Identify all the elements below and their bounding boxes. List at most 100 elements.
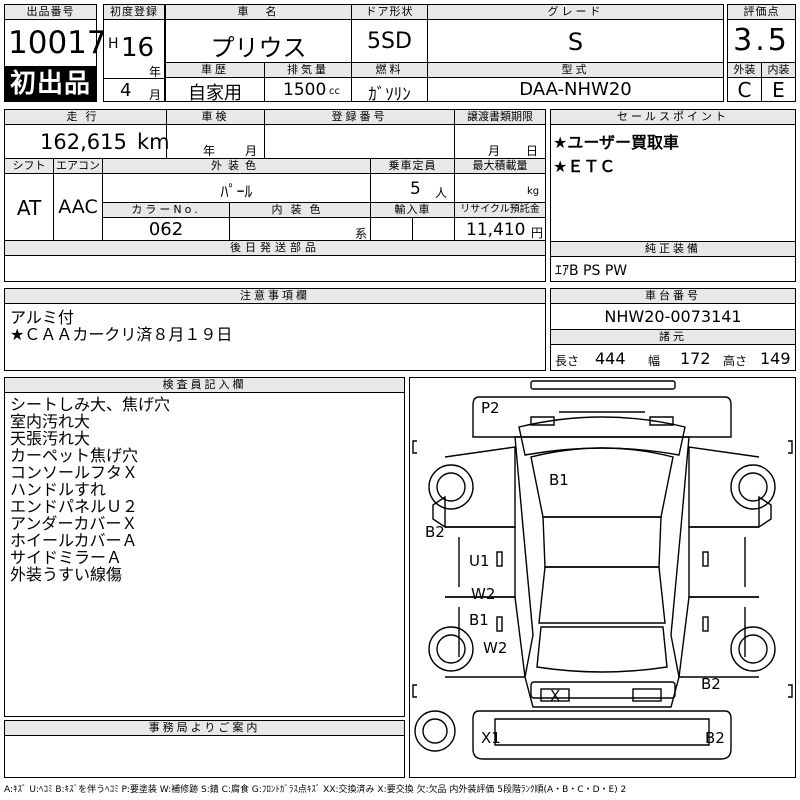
interior-label: 内装 — [761, 62, 796, 78]
car-name: プリウス — [210, 34, 307, 62]
history-label: 車歴 — [165, 62, 265, 78]
grade: S — [567, 28, 584, 56]
transfer-label: 譲渡書類期限 — [454, 109, 546, 125]
first-listing-badge: 初出品 — [4, 66, 97, 102]
sales-point: ★ユーザー買取車 — [553, 133, 680, 152]
later-parts-label: 後日発送部品 — [4, 240, 546, 256]
model-code: DAA-NHW20 — [519, 79, 632, 100]
recycle-fee: 11,410 — [466, 220, 526, 240]
chassis-label: 車台番号 — [550, 288, 796, 304]
car-diagram: P2 B1 B2 U1 W2 B1 W2 X B2 X1 B2 — [412, 380, 793, 760]
displacement-label: 排気量 — [264, 62, 352, 78]
interior-grade: E — [772, 78, 785, 102]
first-reg-label: 初度登録 — [103, 4, 165, 20]
inspector-line: サイドミラーＡ — [10, 548, 123, 567]
notes-body: アルミ付 ★ＣＡＡカークリ済８月１９日 — [10, 309, 232, 343]
inspector-line: コンソールフタＸ — [10, 463, 139, 482]
int-color-cell — [229, 217, 371, 241]
int-color-unit: 系 — [355, 227, 368, 241]
inspector-line: ホイールカバーＡ — [10, 531, 138, 550]
reg-no-label: 登録番号 — [264, 109, 455, 125]
shift-label: シフト — [4, 158, 54, 174]
diagram-mark: B2 — [701, 675, 721, 693]
inspector-line: ハンドルすれ — [10, 480, 107, 499]
exterior-label: 外装 — [727, 62, 762, 78]
later-parts-cell — [4, 255, 546, 282]
legend: A:ｷｽﾞ U:ﾍｺﾐ B:ｷｽﾞを伴うﾍｺﾐ P:要塗装 W:補修跡 S:錆 … — [4, 785, 627, 795]
year-unit: 年 — [149, 65, 162, 79]
diagram-mark: U1 — [469, 552, 490, 570]
length-label: 長さ — [555, 354, 580, 368]
diagram-mark: X1 — [481, 729, 501, 747]
int-color-label: 内装色 — [229, 202, 371, 218]
diagram-mark: B1 — [469, 611, 489, 629]
ext-color-label: 外装色 — [102, 158, 371, 174]
color-no-label: カラーNo. — [102, 202, 230, 218]
diagram-mark: B2 — [425, 523, 445, 541]
month-unit: 月 — [149, 88, 162, 102]
diagram-mark: B2 — [705, 729, 725, 747]
mileage: 162,615 — [40, 130, 127, 154]
transfer-day-unit: 日 — [526, 144, 539, 158]
max-load-unit: kg — [527, 186, 540, 197]
inspector-line: シートしみ大、焦げ穴 — [10, 395, 171, 414]
capacity-unit: 人 — [435, 186, 448, 200]
inspector-cell — [4, 392, 405, 717]
diagram-mark: W2 — [471, 585, 495, 603]
inspector-line: 天張汚れ大 — [10, 429, 91, 448]
mileage-unit: km — [137, 130, 170, 154]
notes-cell — [4, 303, 546, 371]
inspector-line: アンダーカバーＸ — [10, 514, 138, 533]
max-load-label: 最大積載量 — [454, 158, 546, 174]
air-conditioning: AAC — [58, 196, 98, 218]
lot-no-label: 出品番号 — [4, 4, 97, 20]
exterior-grade: C — [737, 78, 752, 102]
recycle-unit: 円 — [531, 226, 544, 240]
notes-label: 注意事項欄 — [4, 288, 546, 304]
insp-year-unit: 年 — [203, 144, 216, 158]
inspector-label: 検査員記入欄 — [4, 377, 405, 393]
transfer-month-unit: 月 — [488, 144, 501, 158]
dims-label: 諸元 — [550, 329, 796, 345]
import-label: 輸入車 — [370, 202, 455, 218]
insp-month-unit: 月 — [245, 144, 258, 158]
lot-no: 10017 — [8, 25, 107, 61]
fuel: ｶﾞｿﾘﾝ — [368, 85, 411, 105]
era: H — [108, 36, 119, 52]
inspector-notes: シートしみ大、焦げ穴 室内汚れ大 天張汚れ大 カーペット焦げ穴 コンソールフタＸ… — [10, 396, 170, 583]
diagram-mark: W2 — [483, 639, 507, 657]
height: 149 — [760, 349, 791, 368]
sales-point: ★ＥＴＣ — [553, 157, 616, 176]
equipment-label: 純正装備 — [550, 241, 796, 257]
import-cell-2 — [412, 217, 455, 241]
grade-label: グレード — [427, 4, 724, 20]
color-no: 062 — [148, 219, 184, 240]
door-label: ドア形状 — [351, 4, 428, 20]
first-reg-month: 4 — [120, 80, 132, 101]
capacity-label: 乗車定員 — [370, 158, 455, 174]
equipment: ｴｱB PS PW — [555, 263, 628, 279]
ext-color: ﾊﾟｰﾙ — [220, 182, 253, 201]
height-label: 高さ — [723, 354, 748, 368]
month-cell — [103, 78, 165, 102]
width: 172 — [680, 349, 711, 368]
reg-no-cell — [264, 124, 455, 159]
capacity: 5 — [410, 179, 421, 199]
chassis-no: NHW20-0073141 — [604, 307, 742, 326]
door-type: 5SD — [367, 29, 412, 54]
inspector-line: エンドパネルＵ２ — [10, 497, 139, 516]
model-cell — [427, 77, 724, 102]
diagram-mark: X — [550, 687, 560, 705]
score: 3.5 — [733, 23, 790, 58]
displacement-unit: cc — [329, 86, 340, 97]
dims-cell — [550, 344, 796, 371]
inspection-label: 車検 — [166, 109, 265, 125]
office-cell — [4, 735, 405, 778]
inspector-line: カーペット焦げ穴 — [10, 446, 139, 465]
note-line: ★ＣＡＡカークリ済８月１９日 — [10, 325, 233, 344]
recycle-label: リサイクル預託金 — [454, 202, 546, 218]
car-name-label: 車 名 — [165, 4, 352, 20]
inspector-line: 室内汚れ大 — [10, 412, 91, 431]
sales-label: セールスポイント — [550, 109, 796, 125]
first-reg-year: 16 — [121, 33, 155, 63]
